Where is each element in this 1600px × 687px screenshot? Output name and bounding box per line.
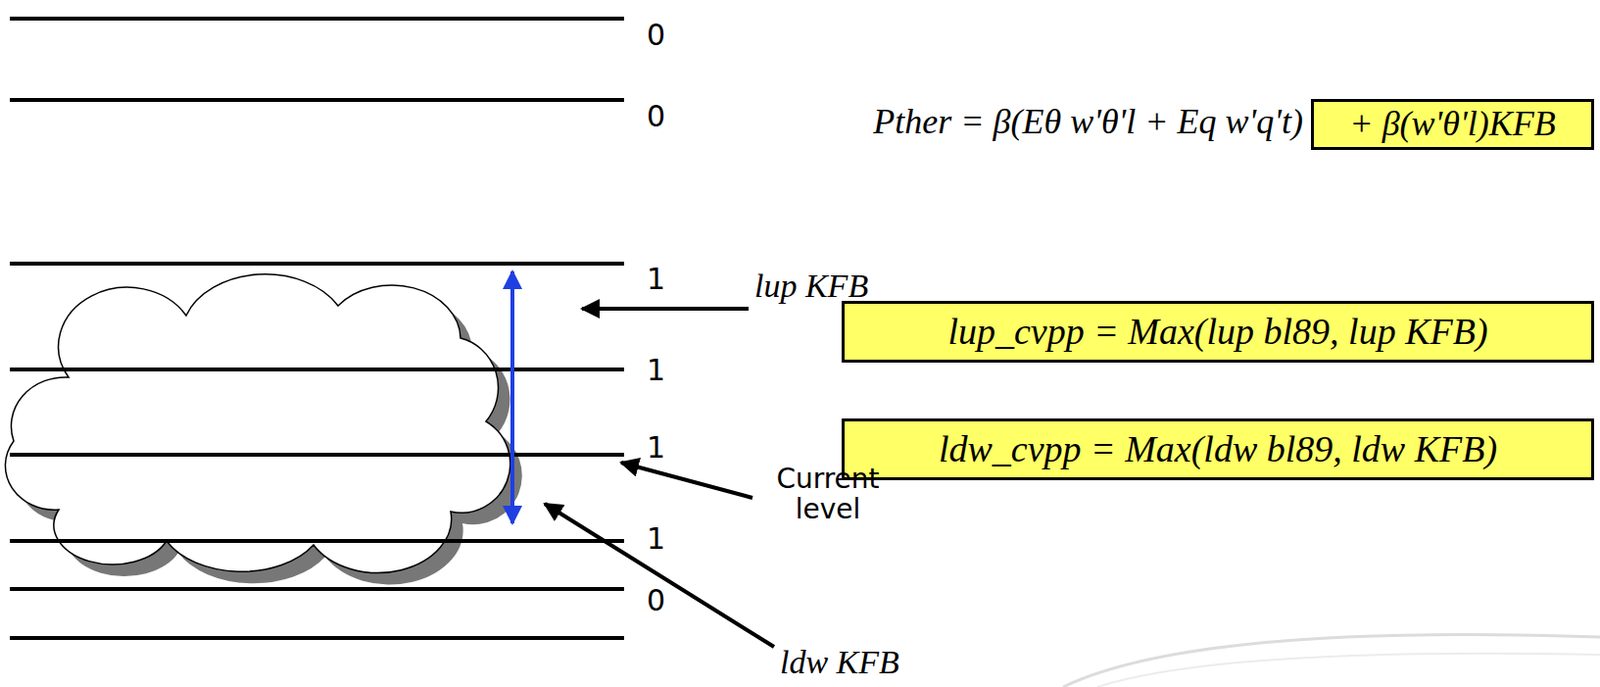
formula-text: lup_cvpp = Max(lup bl89, lup KFB) bbox=[947, 311, 1488, 353]
formula-text: + β(w'θ'l)KFB bbox=[1349, 104, 1555, 145]
level-flag: 1 bbox=[646, 353, 666, 387]
level-flag: 0 bbox=[646, 18, 666, 51]
mixing-length-arrow bbox=[510, 271, 515, 524]
model-level bbox=[9, 452, 625, 457]
model-level bbox=[9, 586, 625, 591]
leader-arrow bbox=[544, 503, 775, 647]
level-flag: 1 bbox=[646, 262, 666, 295]
logo-arc bbox=[1063, 634, 1600, 687]
logo-arc bbox=[1097, 653, 1600, 687]
formula-text: ldw_cvpp = Max(ldw bl89, ldw KFB) bbox=[938, 429, 1498, 471]
model-level bbox=[9, 538, 625, 543]
formula-text: Pther = β(Eθ w'θ'l + Eq w'q't) bbox=[872, 102, 1304, 143]
model-level bbox=[9, 261, 625, 266]
level-flag: 1 bbox=[646, 522, 666, 555]
highlight-box: lup_cvpp = Max(lup bl89, lup KFB) bbox=[841, 300, 1595, 363]
model-level bbox=[9, 635, 625, 640]
level-flag: 0 bbox=[646, 99, 666, 133]
cloud bbox=[4, 274, 510, 574]
level-flag: 1 bbox=[646, 431, 666, 464]
length-label: lup KFB bbox=[754, 267, 869, 304]
highlight-box: + β(w'θ'l)KFB bbox=[1310, 98, 1595, 150]
highlight-box: ldw_cvpp = Max(ldw bl89, ldw KFB) bbox=[841, 418, 1595, 481]
leader-arrow bbox=[621, 462, 753, 498]
level-flag: 0 bbox=[646, 583, 666, 617]
leader-arrow bbox=[581, 306, 749, 311]
model-level bbox=[9, 97, 625, 102]
model-level bbox=[9, 16, 625, 21]
model-level bbox=[9, 367, 625, 372]
length-label: ldw KFB bbox=[779, 643, 900, 680]
level-caption: Current level bbox=[754, 464, 902, 526]
